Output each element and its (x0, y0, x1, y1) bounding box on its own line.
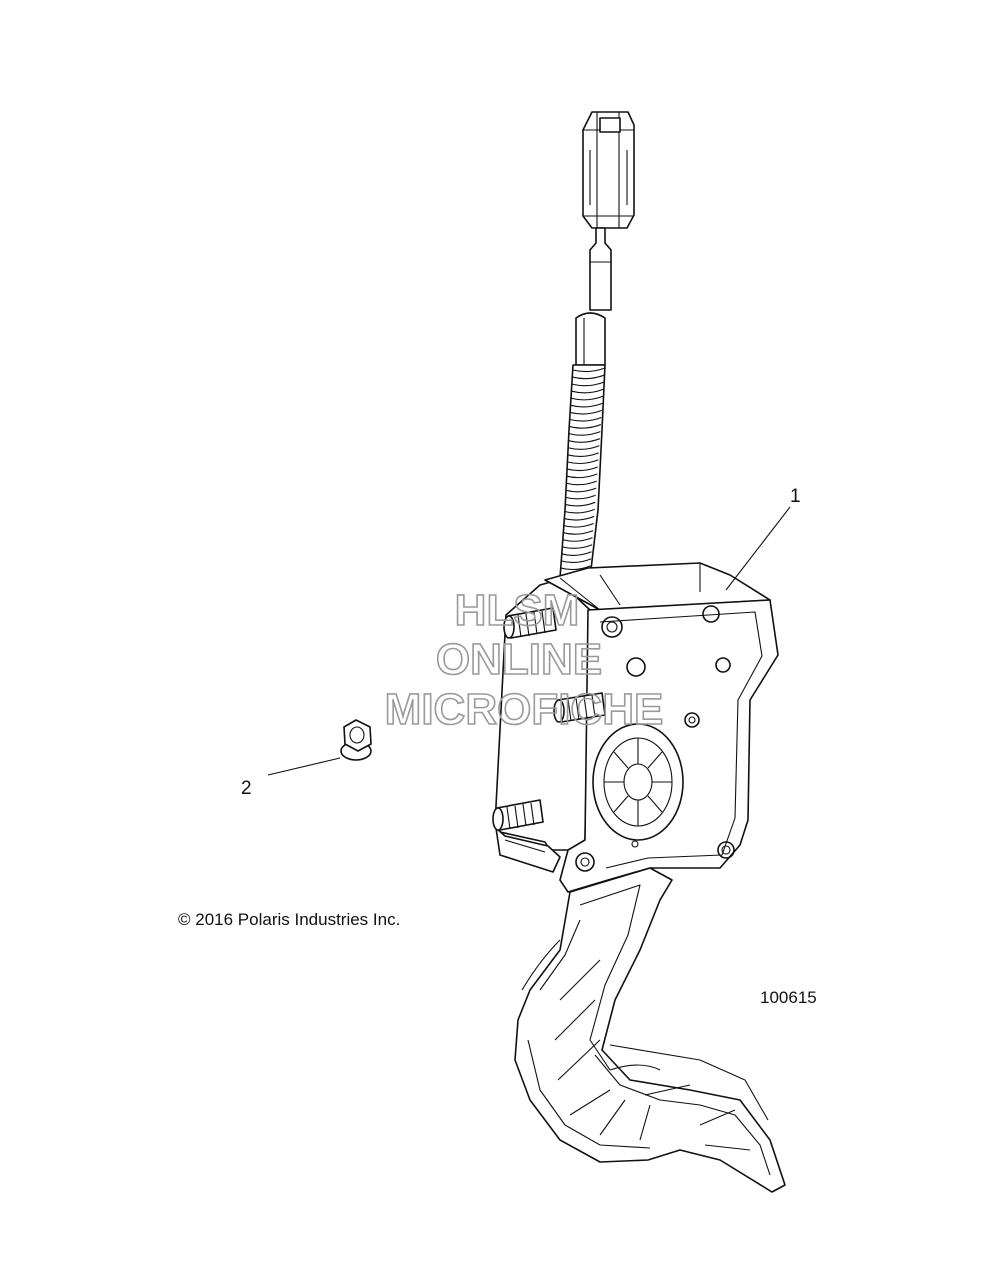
conduit-ring (571, 381, 605, 387)
flange-nut (340, 719, 372, 761)
conduit-ring (571, 388, 604, 394)
stud-lower (492, 799, 544, 831)
pedal-arm (514, 867, 786, 1193)
corrugated-conduit (559, 364, 606, 579)
conduit-ring (561, 544, 593, 549)
watermark-line-3: MICROFICHE (385, 685, 664, 734)
figure-number: 100615 (760, 988, 817, 1007)
mounting-studs (492, 607, 606, 831)
conduit-ring (565, 480, 597, 486)
stud-upper (503, 607, 557, 639)
conduit-ring (562, 523, 594, 528)
conduit-ring (566, 473, 598, 479)
callout-2[interactable]: 2 (241, 778, 252, 799)
sensor-rotor (592, 723, 684, 841)
conduit-ring (565, 487, 597, 493)
conduit-ring (567, 452, 599, 457)
callout-1[interactable]: 1 (790, 486, 801, 507)
watermark-line-2: ONLINE (436, 635, 602, 684)
conduit-ring (569, 416, 602, 422)
conduit-ring (560, 558, 592, 564)
conduit-ring (567, 459, 599, 465)
conduit-ring (568, 431, 601, 436)
conduit-ring (572, 367, 606, 373)
conduit-ring (566, 466, 598, 472)
conduit-ring (562, 530, 594, 535)
conduit-ring (561, 551, 592, 556)
conduit-ring (570, 409, 603, 415)
sensor-cable (575, 227, 612, 366)
watermark-line-1: HLSM (455, 586, 580, 635)
sensor-housing (494, 562, 779, 893)
conduit-ring (564, 501, 596, 507)
conduit-ring (562, 537, 593, 542)
conduit-ring (567, 445, 600, 450)
leader-line-1 (725, 506, 791, 591)
conduit-ring (571, 395, 604, 401)
electrical-connector (582, 111, 635, 229)
stud-middle (553, 692, 606, 723)
conduit-ring (570, 402, 603, 408)
conduit-ring (563, 515, 595, 521)
conduit-ring (568, 438, 601, 443)
conduit-ring (572, 374, 605, 380)
conduit-ring (564, 494, 596, 500)
conduit-ring (563, 508, 595, 514)
conduit-ring (560, 565, 591, 571)
copyright-text: © 2016 Polaris Industries Inc. (178, 910, 400, 929)
leader-line-2 (267, 757, 341, 776)
conduit-ring (569, 424, 602, 429)
watermark: HLSM ONLINE MICROFICHE (384, 585, 664, 735)
